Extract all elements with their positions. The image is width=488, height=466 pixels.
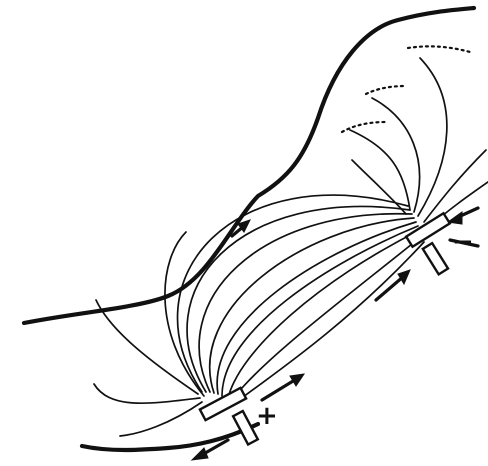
field-line [94, 384, 200, 403]
field-line [372, 98, 420, 212]
positive-sign: + [256, 401, 278, 431]
field-line [236, 242, 424, 402]
negative-sign: − [452, 227, 474, 257]
field-line-dotted [366, 86, 406, 94]
field-line [222, 226, 418, 396]
arrow-mid-right [376, 276, 404, 300]
field-line-dotted [408, 46, 470, 52]
field-line [232, 236, 422, 400]
field-line [418, 58, 447, 216]
arrow-lower-left-head [192, 448, 208, 460]
arrow-mid-right-head [398, 270, 410, 284]
field-line [210, 218, 414, 393]
field-line [120, 402, 202, 436]
arrow-lower-right-head [290, 374, 304, 386]
field-line-dotted [342, 122, 386, 132]
body-outline-lower [82, 424, 258, 450]
field-line [165, 232, 204, 396]
negative-electrode-pin [423, 243, 448, 274]
field-line [96, 300, 198, 394]
field-line [350, 130, 410, 210]
